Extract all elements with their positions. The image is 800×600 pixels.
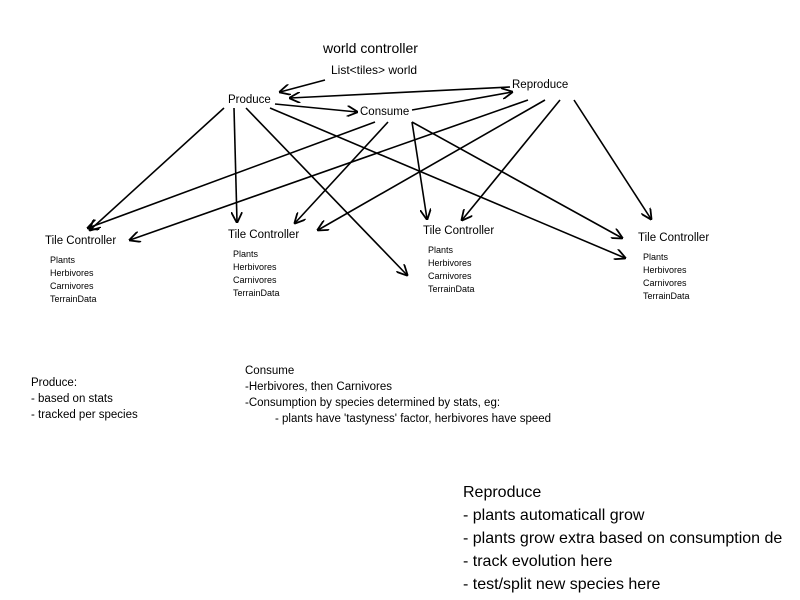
world-list-label: List<tiles> world	[331, 63, 418, 77]
node-produce: Produce	[228, 94, 271, 106]
tile-item: TerrainData	[643, 290, 690, 301]
tile-item-list: Plants Herbivores Carnivores TerrainData	[233, 248, 299, 300]
tile-item: Herbivores	[643, 264, 687, 275]
tile-item: Carnivores	[643, 277, 687, 288]
tile-controller-label: Tile Controller	[423, 225, 495, 237]
tile-controller-label: Tile Controller	[228, 229, 300, 241]
reproduce-note-line: - track evolution here	[463, 553, 613, 570]
reproduce-notes: Reproduce - plants automaticall grow - p…	[463, 481, 800, 596]
tile-item: Carnivores	[233, 274, 277, 285]
tile-item: TerrainData	[428, 283, 475, 294]
arrow-produce-to-consume	[274, 103, 357, 112]
arrow-consume-to-tile-1	[88, 121, 376, 228]
tile-item: Herbivores	[50, 267, 94, 278]
reproduce-note-line: - test/split new species here	[463, 576, 661, 593]
arrow-consume-to-reproduce	[411, 92, 512, 111]
arrow-reproduce-to-produce	[290, 86, 511, 98]
arrow-produce-to-tile-1	[90, 107, 225, 230]
tile-item: TerrainData	[50, 293, 97, 304]
tile-item-list: Plants Herbivores Carnivores TerrainData	[50, 254, 116, 306]
arrow-consume-to-tile-4	[411, 121, 622, 238]
arrow-reproduce-to-tile-4	[573, 99, 651, 219]
world-controller-title: world controller	[323, 40, 418, 56]
tile-item: Herbivores	[233, 261, 277, 272]
tile-controller-label: Tile Controller	[45, 235, 117, 247]
consume-notes-heading: Consume	[245, 365, 295, 377]
reproduce-note-line: - plants grow extra based on consumption…	[463, 530, 783, 547]
arrow-produce-to-tile-2	[234, 107, 237, 222]
consume-notes: Consume -Herbivores, then Carnivores -Co…	[245, 363, 551, 427]
tile-item: Plants	[428, 244, 454, 255]
tile-controller-2: Tile Controller Plants Herbivores Carniv…	[228, 229, 300, 300]
tile-item: Plants	[643, 251, 669, 262]
produce-notes: Produce: - based on stats - tracked per …	[31, 375, 138, 423]
produce-note-line: - tracked per species	[31, 409, 138, 421]
node-reproduce: Reproduce	[512, 79, 569, 91]
tile-controller-1: Tile Controller Plants Herbivores Carniv…	[45, 235, 117, 306]
tile-item: Plants	[233, 248, 259, 259]
tile-controller-label: Tile Controller	[638, 232, 710, 244]
tile-item: Plants	[50, 254, 76, 265]
tile-controller-4: Tile Controller Plants Herbivores Carniv…	[638, 232, 710, 303]
produce-note-line: - based on stats	[31, 393, 113, 405]
consume-note-line: -Herbivores, then Carnivores	[245, 381, 393, 393]
arrow-world-to-produce	[280, 79, 326, 92]
arrow-consume-to-tile-3	[411, 121, 427, 219]
node-consume: Consume	[360, 106, 410, 118]
arrow-reproduce-to-tile-3	[462, 99, 561, 220]
tile-controller-3: Tile Controller Plants Herbivores Carniv…	[423, 225, 495, 296]
tile-item: TerrainData	[233, 287, 280, 298]
arrow-reproduce-to-tile-1	[130, 99, 529, 240]
arrow-reproduce-to-tile-2	[318, 99, 546, 230]
tile-item: Carnivores	[50, 280, 94, 291]
tile-item-list: Plants Herbivores Carnivores TerrainData	[428, 244, 494, 296]
reproduce-note-line: - plants automaticall grow	[463, 507, 645, 524]
arrow-consume-to-tile-2	[295, 121, 389, 223]
arrow-produce-to-tile-4	[269, 107, 625, 258]
consume-note-subline: - plants have 'tastyness' factor, herbiv…	[275, 413, 552, 425]
produce-notes-heading: Produce:	[31, 377, 78, 389]
consume-note-line: -Consumption by species determined by st…	[245, 397, 501, 409]
arrow-produce-to-tile-3-data	[245, 107, 407, 275]
reproduce-notes-heading: Reproduce	[463, 484, 542, 501]
tile-item-list: Plants Herbivores Carnivores TerrainData	[643, 251, 709, 303]
tile-item: Herbivores	[428, 257, 472, 268]
tile-item: Carnivores	[428, 270, 472, 281]
